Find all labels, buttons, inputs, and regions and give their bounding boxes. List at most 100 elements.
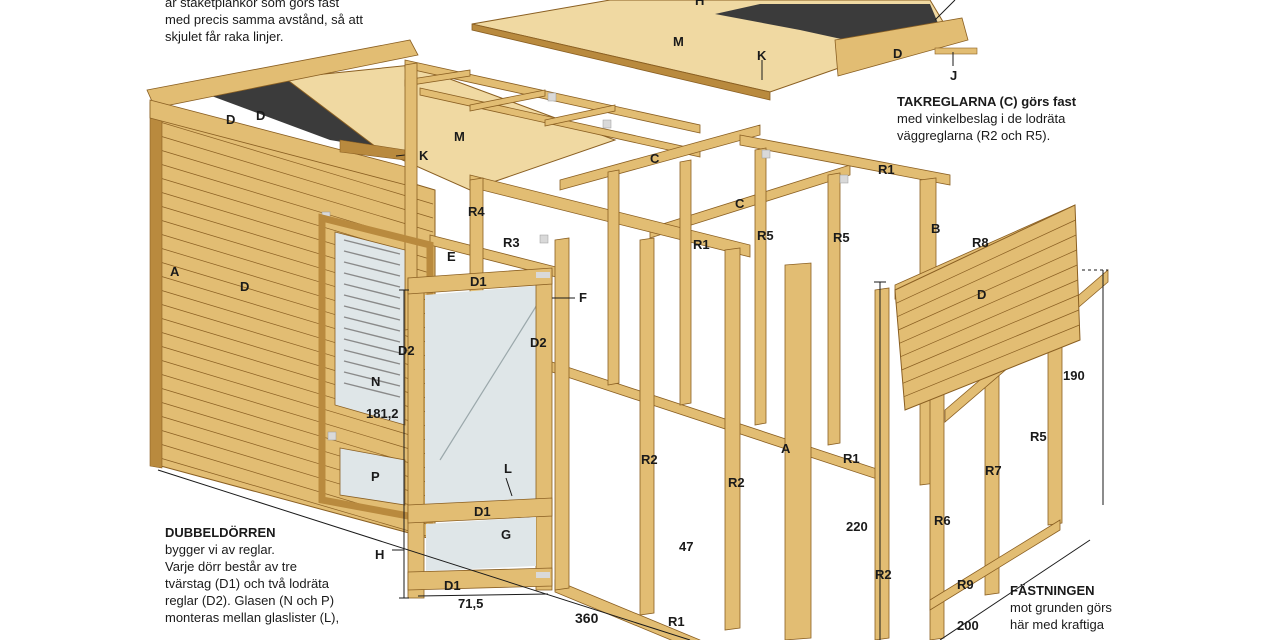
label-n: N xyxy=(371,374,380,389)
caption-top-left-text: är staketplankor som görs fast med preci… xyxy=(165,0,363,44)
label-roof-k: K xyxy=(419,148,429,163)
door-glass-reflection xyxy=(439,299,541,461)
label-r5-a: R5 xyxy=(757,228,774,243)
label-b: B xyxy=(931,221,940,236)
stud-back-1 xyxy=(607,169,620,386)
door-leaf-d1-mid xyxy=(407,497,553,524)
label-a-side: A xyxy=(170,264,180,279)
caption-fastening: FÄSTNINGEN mot grunden görs här med kraf… xyxy=(1010,582,1210,633)
stud-r5-b xyxy=(827,172,841,446)
stud-back-2 xyxy=(679,159,692,406)
post-a xyxy=(784,262,812,640)
label-r6: R6 xyxy=(934,513,951,528)
angle-bracket xyxy=(327,431,337,441)
label-top-k: K xyxy=(757,48,767,63)
leader-top-d xyxy=(934,0,956,21)
panel-plank-line xyxy=(901,294,1079,371)
fixed-door-lower-panel-p xyxy=(339,447,406,506)
label-r9: R9 xyxy=(957,577,974,592)
angle-bracket xyxy=(547,92,557,102)
label-r2-c: R2 xyxy=(875,567,892,582)
louver-slat xyxy=(343,327,401,343)
angle-bracket xyxy=(839,174,849,184)
label-r5-b: R5 xyxy=(833,230,850,245)
caption-rafters-body: med vinkelbeslag i de lodräta väggreglar… xyxy=(897,111,1066,143)
dim-label-47: 47 xyxy=(679,539,693,554)
stud-front-left xyxy=(554,237,570,591)
angle-bracket xyxy=(539,234,549,244)
label-r1-b: R1 xyxy=(693,237,710,252)
louver-slat xyxy=(343,360,401,376)
panel-plank-line xyxy=(903,324,1080,397)
caption-fastening-body: mot grunden görs här med kraftiga xyxy=(1010,600,1112,632)
label-e: E xyxy=(447,249,456,264)
louver-slat xyxy=(343,239,401,255)
label-r4: R4 xyxy=(468,204,485,219)
louver-slat xyxy=(343,272,401,288)
top-roof-panel xyxy=(471,0,978,101)
label-f: F xyxy=(579,290,587,305)
top-roof-batten-d xyxy=(834,17,969,77)
dim-label-190: 190 xyxy=(1063,368,1085,383)
left-roof-plywood xyxy=(283,64,617,191)
caption-double-door-head: DUBBELDÖRREN xyxy=(165,525,276,540)
cross-rafter-b xyxy=(544,104,616,127)
leader-l xyxy=(505,477,513,497)
label-c2: C xyxy=(735,196,745,211)
open-door-leaf xyxy=(407,267,575,599)
louver-slat xyxy=(343,371,401,387)
label-d1-top: D1 xyxy=(470,274,487,289)
dim-label-200: 200 xyxy=(957,618,979,633)
label-r3: R3 xyxy=(503,235,520,250)
caption-fastening-head: FÄSTNINGEN xyxy=(1010,583,1095,598)
stud-r5-a xyxy=(754,147,767,426)
label-d2-right: D2 xyxy=(530,335,547,350)
dimension-lines xyxy=(157,269,1108,640)
label-g: G xyxy=(501,527,511,542)
cladding-plank-line xyxy=(159,359,434,443)
right-side-panel xyxy=(894,204,1081,411)
door-leaf-d2-left xyxy=(407,277,425,599)
label-l: L xyxy=(504,461,512,476)
louver-slat xyxy=(343,338,401,354)
angle-bracket xyxy=(602,119,612,129)
door-hinge-bot xyxy=(536,572,550,578)
louver-slat xyxy=(343,305,401,321)
louver-slat xyxy=(343,316,401,332)
stud-r2-c xyxy=(874,287,890,640)
dim-label-715: 71,5 xyxy=(458,596,483,611)
panel-plank-line xyxy=(897,234,1077,317)
label-r2-a: R2 xyxy=(641,452,658,467)
caption-rafters-head: TAKREGLARNA (C) görs fast xyxy=(897,94,1077,109)
dim-label-360: 360 xyxy=(575,610,599,626)
fixed-door-louvers xyxy=(343,239,401,398)
label-d2-left: D2 xyxy=(398,343,415,358)
label-roof-d2: D xyxy=(256,108,265,123)
door-leaf-d1-bot xyxy=(407,567,553,591)
label-top-d: D xyxy=(893,46,902,61)
caption-double-door: DUBBELDÖRREN bygger vi av reglar. Varje … xyxy=(165,524,395,626)
cladding-plank-line xyxy=(159,149,434,233)
label-c1: C xyxy=(650,151,660,166)
caption-double-door-body: bygger vi av reglar. Varje dörr består a… xyxy=(165,542,340,625)
label-top-m: M xyxy=(673,34,684,49)
louver-slat xyxy=(343,294,401,310)
label-r1-d: R1 xyxy=(668,614,685,629)
stud-r2-a xyxy=(639,237,655,616)
dim-line-200 xyxy=(939,539,1091,640)
louver-slat xyxy=(343,250,401,266)
label-r1-c: R1 xyxy=(843,451,860,466)
door-leaf-glass xyxy=(425,285,545,515)
cladding-plank-line xyxy=(159,457,434,539)
dim-label-1812: 181,2 xyxy=(366,406,399,421)
cladding-plank-line xyxy=(159,135,434,219)
panel-plank-line xyxy=(899,264,1078,344)
part-labels: H M K D J D D M K C C R4 R3 E R1 R1 R1 R… xyxy=(170,0,1085,633)
panel-plank-line xyxy=(902,309,1080,384)
label-top-j: J xyxy=(950,68,957,83)
panel-plank-line xyxy=(898,249,1077,331)
label-d1-bot: D1 xyxy=(444,578,461,593)
angle-bracket xyxy=(761,149,771,159)
